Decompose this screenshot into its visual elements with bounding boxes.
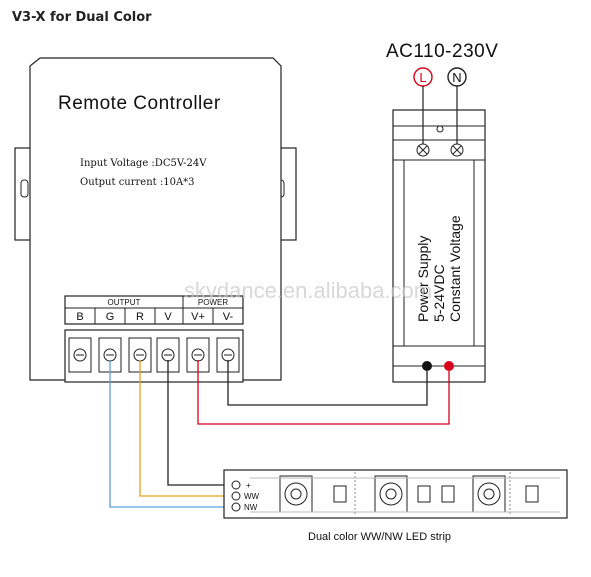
- resistor-icon: [417, 485, 431, 503]
- output-group-label: OUTPUT: [108, 298, 141, 307]
- strip-caption: Dual color WW/NW LED strip: [308, 531, 451, 543]
- wire-negative-black: [227, 360, 428, 406]
- terminal-label-v-minus: V-: [223, 311, 234, 323]
- psu-line-1: Power Supply: [415, 236, 431, 322]
- power-group-label: POWER: [198, 298, 228, 307]
- strip-pin-nw: NW: [244, 503, 258, 512]
- controller-title: Remote Controller: [58, 93, 221, 114]
- psu-line-3: Constant Voltage: [447, 215, 463, 322]
- wire-positive-red: [197, 360, 450, 425]
- resistor-icon: [441, 485, 455, 503]
- live-label: L: [419, 70, 426, 85]
- diagram-heading: V3-X for Dual Color: [12, 10, 152, 25]
- wire-ww-orange: [139, 360, 232, 497]
- wire-common-v: [167, 360, 232, 486]
- solder-pad-icon: [231, 480, 241, 490]
- solder-pad-icon: [231, 502, 241, 512]
- wire-nw-blue: [109, 360, 232, 508]
- terminal-label-g: G: [106, 311, 115, 323]
- mains-voltage-label: AC110-230V: [386, 41, 498, 62]
- psu-line-2: 5-24VDC: [431, 264, 447, 322]
- watermark: skydance.en.alibaba.com: [184, 278, 432, 303]
- strip-pin-plus: +: [246, 481, 251, 490]
- terminal-label-r: R: [136, 311, 144, 323]
- resistor-icon: [525, 485, 539, 503]
- solder-pad-icon: [231, 491, 241, 501]
- output-current-spec: Output current :10A*3: [80, 177, 195, 188]
- terminal-label-b: B: [76, 311, 83, 323]
- terminal-block: [64, 329, 244, 383]
- power-supply-label-panel: [403, 159, 475, 347]
- terminal-screws: [68, 337, 240, 373]
- terminal-label-v-plus: V+: [191, 311, 205, 323]
- input-voltage-spec: Input Voltage :DC5V-24V: [80, 158, 207, 169]
- psu-positive-output-icon: [444, 361, 454, 371]
- neutral-label: N: [452, 70, 461, 85]
- resistor-icon: [333, 485, 347, 503]
- psu-negative-output-icon: [422, 361, 432, 371]
- left-ear-slot: [20, 179, 29, 198]
- strip-pin-ww: WW: [244, 492, 260, 501]
- terminal-label-v: V: [164, 311, 172, 323]
- led-strip-components: [231, 472, 560, 516]
